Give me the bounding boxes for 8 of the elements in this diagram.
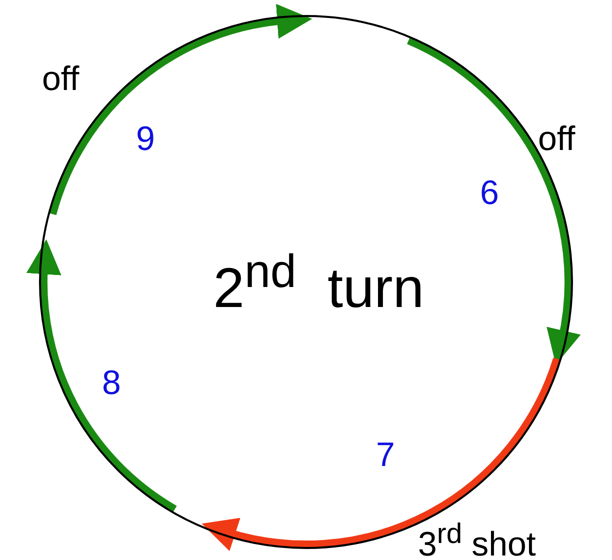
step-number: 9: [136, 122, 155, 156]
step-number: 6: [480, 176, 499, 210]
center-label: 2$^{nd}$ turn: [213, 248, 424, 316]
step-number: 7: [376, 438, 395, 472]
status-label: off: [538, 122, 576, 156]
step-label: 3$^{rd}$ shot: [418, 520, 536, 560]
step-number: 8: [102, 366, 121, 400]
status-label: off: [42, 62, 80, 96]
